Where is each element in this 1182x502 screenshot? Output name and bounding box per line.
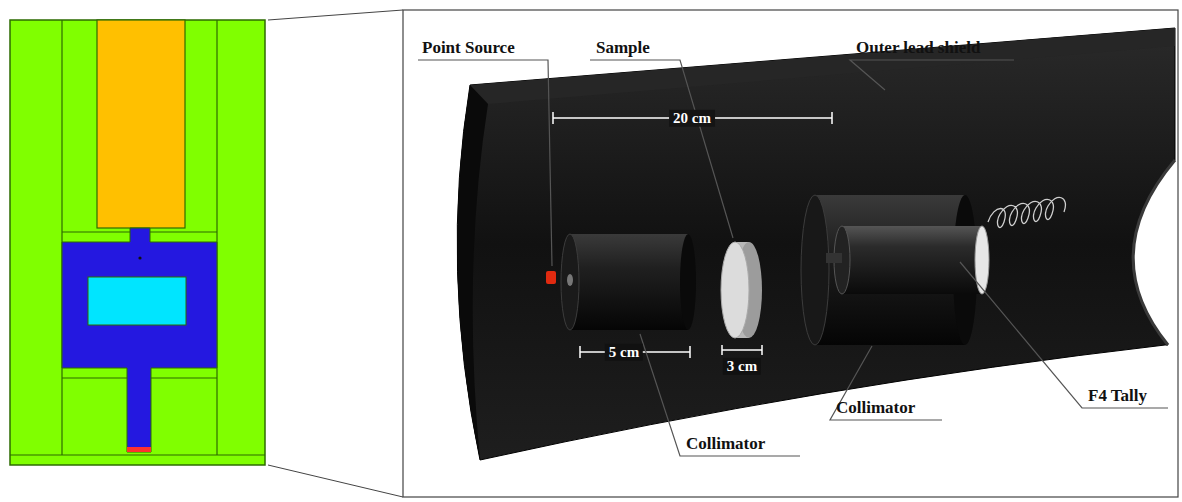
spring: [988, 197, 1065, 227]
dimension-tick: [579, 346, 581, 358]
collimator-face: [801, 195, 829, 345]
leader-line: [640, 334, 800, 456]
callout-label: F4 Tally: [1088, 387, 1147, 406]
leader-line: [960, 262, 1168, 408]
point-marker: [138, 256, 141, 259]
callout-label: Sample: [596, 39, 650, 58]
dimension-tick: [552, 112, 554, 124]
callout-label: Collimator: [686, 435, 765, 454]
panel-frame: [403, 10, 1178, 497]
air-cavity: [62, 228, 217, 452]
dimension-tick: [689, 346, 691, 358]
source-cell: [127, 447, 151, 452]
callout-label: Outer lead shield: [856, 39, 980, 58]
zoom-line: [268, 465, 403, 497]
collimator-back: [680, 234, 696, 330]
lead-shield: [457, 28, 1175, 460]
detector-end: [975, 226, 989, 294]
detector-body: [842, 226, 982, 294]
leader-line: [850, 60, 1014, 90]
dimension-tick: [831, 112, 833, 124]
collimator-hole: [567, 274, 573, 286]
cell-line: [10, 454, 265, 455]
point-source: [546, 271, 556, 284]
detector-cell: [97, 20, 185, 228]
leader-line: [830, 346, 942, 420]
callout-label: Point Source: [422, 39, 515, 58]
dimension-label: 5 cm: [605, 344, 643, 361]
dimension-tick: [721, 345, 723, 355]
sample-cell: [88, 277, 186, 325]
zoom-line: [268, 10, 403, 20]
collimator-body: [570, 234, 688, 330]
leader-line: [590, 60, 733, 238]
callout-label: Collimator: [836, 399, 915, 418]
shield-end-cap: [457, 85, 488, 460]
cell-line: [216, 20, 217, 455]
dimension-label: 3 cm: [723, 358, 761, 375]
sample-disk: [721, 242, 749, 338]
dimension-line: [722, 349, 762, 351]
collimator-face: [561, 234, 579, 330]
dimension-label: 20 cm: [669, 110, 715, 127]
shield-notch: [1133, 160, 1175, 345]
cell-line: [61, 20, 62, 455]
shield-rim: [470, 28, 1175, 104]
leader-line: [418, 60, 552, 266]
detector-rod: [826, 253, 842, 263]
dimension-tick: [761, 345, 763, 355]
geometry-background: [10, 20, 265, 465]
